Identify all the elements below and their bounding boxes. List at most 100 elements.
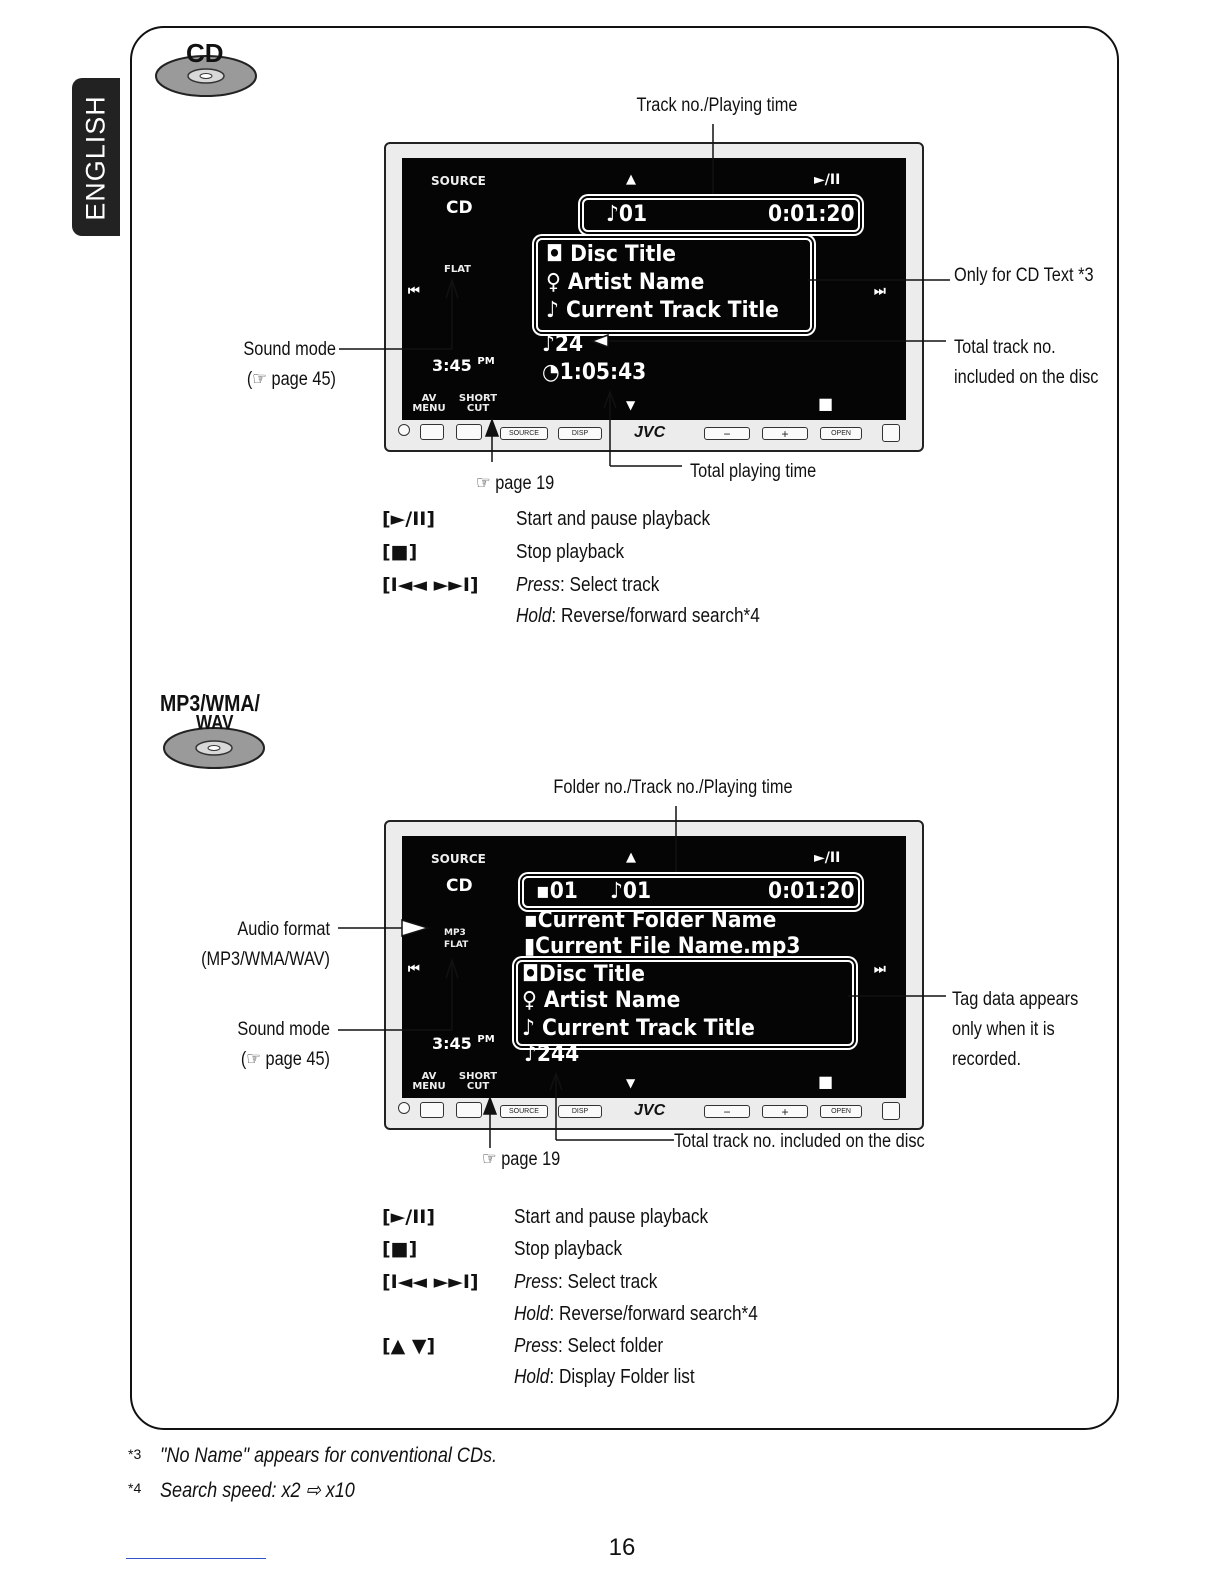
file-name: ▮Current File Name.mp3 — [524, 934, 801, 959]
disp-button[interactable]: DISP — [558, 427, 602, 440]
av-menu-label[interactable]: AV MENU — [412, 393, 446, 414]
source-label: SOURCE — [431, 852, 486, 866]
folder-icon: ▪ — [536, 879, 550, 904]
up-arrow-icon[interactable]: ▲ — [626, 850, 636, 865]
mp3-callout-lines — [338, 806, 946, 1148]
short-cut-label[interactable]: SHORT CUT — [458, 393, 498, 414]
source-button[interactable]: SOURCE — [500, 1105, 548, 1118]
total-time: ◔1:05:43 — [542, 360, 647, 385]
track-number: ♪01 — [606, 202, 648, 227]
note-icon: ♪ — [546, 298, 566, 323]
page19-ref: ☞ page 19 — [482, 1149, 561, 1170]
source-value[interactable]: CD — [446, 876, 473, 896]
attenuator-button[interactable] — [420, 1102, 444, 1118]
mp3-screen: SOURCE CD ▲ ►/II ▪01 ♪01 0:01:20 ▪Curren… — [402, 836, 906, 1098]
cd-text-box: ◘ Disc Title ♀ Artist Name ♪ Current Tra… — [536, 238, 812, 332]
total-track-callout-line2: included on the disc — [954, 367, 1099, 388]
av-menu-label[interactable]: AV MENU — [412, 1071, 446, 1092]
stop-icon[interactable]: ■ — [818, 1072, 834, 1091]
clock-icon: ◔ — [542, 360, 560, 385]
note-icon: ♪ — [522, 1016, 542, 1041]
track-number: ♪01 — [610, 879, 652, 904]
disp-button[interactable]: DISP — [558, 1105, 602, 1118]
skip-key: [I◄◄ ►►I] — [382, 574, 479, 596]
reset-button[interactable] — [398, 424, 410, 436]
skip-desc: Press: Select track — [516, 574, 660, 596]
sound-mode-indicator: FLAT — [444, 940, 469, 950]
prev-track-icon[interactable]: ⏮ — [408, 962, 420, 977]
total-track-callout-line1: Total track no. — [954, 337, 1056, 358]
prev-track-icon[interactable]: ⏮ — [408, 284, 420, 299]
next-track-icon[interactable]: ⏭ — [874, 962, 886, 977]
footnote-text-4: Search speed: x2 ⇨ x10 — [160, 1479, 355, 1502]
total-track-callout: Total track no. included on the disc — [674, 1131, 925, 1152]
language-tab: ENGLISH — [72, 78, 120, 236]
stop-desc: Stop playback — [514, 1238, 623, 1260]
clock: 3:45 PM — [432, 1034, 495, 1053]
volume-up-button[interactable]: + — [762, 1105, 808, 1118]
brand-logo: JVC — [634, 1102, 666, 1119]
tag-data-callout-line2: only when it is — [952, 1019, 1055, 1040]
volume-down-button[interactable]: − — [704, 1105, 750, 1118]
cd-text-callout: Only for CD Text *3 — [954, 265, 1094, 286]
total-tracks: ♪24 — [542, 332, 584, 357]
audio-format-callout: Audio format — [237, 919, 330, 940]
eject-button[interactable] — [882, 424, 900, 442]
tag-data-callout-line3: recorded. — [952, 1049, 1022, 1070]
play-pause-key: [►/II] — [382, 1206, 436, 1228]
mp3-disc-icon — [162, 716, 272, 772]
folder-icon: ▪ — [524, 908, 538, 933]
track-time-callout: Track no./Playing time — [636, 95, 798, 116]
tag-data-callout-line1: Tag data appears — [952, 989, 1079, 1010]
playing-time: 0:01:20 — [768, 202, 855, 227]
content-frame — [130, 26, 1119, 1430]
artist-icon: ♀ — [546, 270, 568, 295]
up-arrow-icon[interactable]: ▲ — [626, 172, 636, 187]
volume-up-button[interactable]: + — [762, 427, 808, 440]
disc-icon: ◘ — [546, 242, 571, 267]
play-pause-icon[interactable]: ►/II — [814, 172, 841, 188]
stop-desc: Stop playback — [516, 541, 625, 563]
open-button[interactable]: OPEN — [820, 1105, 862, 1118]
folder-key: [▲ ▼] — [382, 1335, 436, 1357]
stop-key: [■] — [382, 541, 418, 563]
footer-link-rule — [126, 1558, 266, 1559]
play-pause-icon[interactable]: ►/II — [814, 850, 841, 866]
short-cut-label[interactable]: SHORT CUT — [458, 1071, 498, 1092]
sound-mode-page-ref: (☞ page 45) — [246, 369, 336, 390]
sound-mode-callout: Sound mode — [237, 1019, 330, 1040]
disc-title: ◘ Disc Title — [546, 242, 676, 267]
volume-down-button[interactable]: − — [704, 427, 750, 440]
play-pause-desc: Start and pause playback — [516, 508, 711, 530]
audio-format-types: (MP3/WMA/WAV) — [201, 949, 330, 970]
source-button[interactable]: SOURCE — [500, 427, 548, 440]
tag-data-box: ◘Disc Title ♀ Artist Name ♪ Current Trac… — [516, 960, 854, 1046]
disc-title: ◘Disc Title — [522, 962, 645, 987]
hold-search-desc: Hold: Reverse/forward search*4 — [516, 605, 760, 627]
file-icon: ▮ — [524, 934, 536, 959]
stop-key: [■] — [382, 1238, 418, 1260]
down-arrow-icon[interactable]: ▼ — [626, 398, 636, 412]
audio-format-indicator: MP3 — [444, 928, 466, 938]
attenuator-button[interactable] — [420, 424, 444, 440]
eject-button[interactable] — [882, 1102, 900, 1120]
sound-mode-callout: Sound mode — [243, 339, 336, 360]
page19-ref: ☞ page 19 — [476, 473, 555, 494]
folder-track-time-box: ▪01 ♪01 0:01:20 — [522, 876, 860, 908]
cd-head-unit: SOURCE CD ▲ ►/II ♪01 0:01:20 ◘ Disc Titl… — [384, 142, 924, 452]
stop-icon[interactable]: ■ — [818, 394, 834, 413]
source-value[interactable]: CD — [446, 198, 473, 218]
cd-callout-lines — [339, 124, 950, 467]
av-menu-button[interactable] — [456, 1102, 482, 1118]
down-arrow-icon[interactable]: ▼ — [626, 1076, 636, 1090]
track-time-box: ♪01 0:01:20 — [582, 198, 860, 232]
av-menu-button[interactable] — [456, 424, 482, 440]
cd-disc-icon — [154, 40, 264, 100]
cd-disc-label: CD — [186, 38, 224, 68]
reset-button[interactable] — [398, 1102, 410, 1114]
mp3-disc-label-2: WAV — [196, 712, 234, 734]
next-track-icon[interactable]: ⏭ — [874, 284, 886, 299]
sound-mode-indicator: FLAT — [444, 264, 471, 275]
footnote-mark-3: *3 — [128, 1446, 142, 1462]
open-button[interactable]: OPEN — [820, 427, 862, 440]
